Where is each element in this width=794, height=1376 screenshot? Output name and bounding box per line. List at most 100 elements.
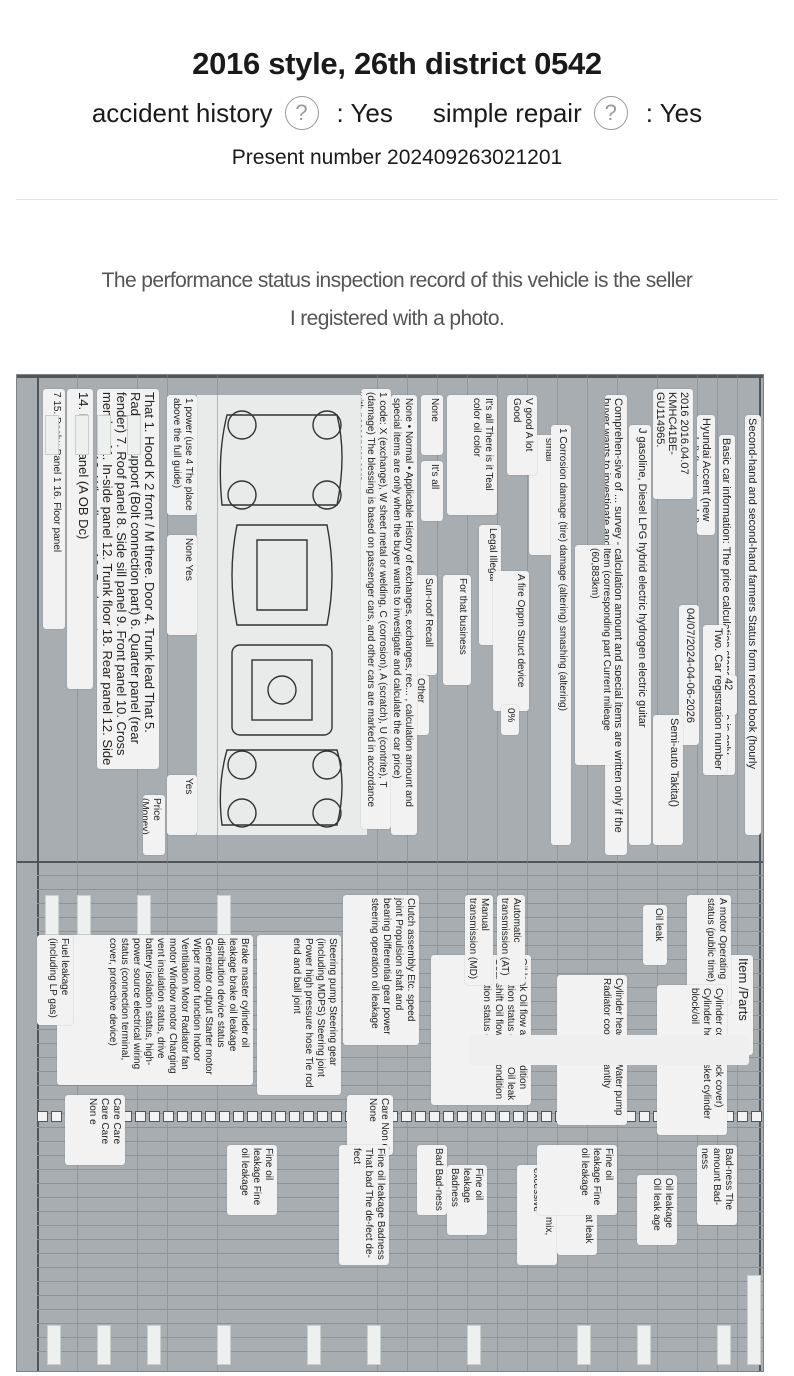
form-label: Oil leakage Oil leak age xyxy=(637,1175,677,1245)
question-circle-icon[interactable]: ? xyxy=(284,96,319,130)
form-label: Price (Money) calculation amount and spe… xyxy=(143,795,165,855)
form-row-line xyxy=(37,1141,763,1142)
grid-line xyxy=(467,375,468,1371)
sheet-border xyxy=(759,375,761,1371)
checkbox xyxy=(163,1111,174,1122)
form-label: 1 power (use 4 The place above the full … xyxy=(167,395,197,515)
car-outline-icon xyxy=(219,410,343,828)
form-row-line xyxy=(37,1281,763,1282)
form-label: 1 code: X (exchange), W sheet metal or w… xyxy=(361,389,391,829)
form-label: Bad-ness The amount Bad-ness xyxy=(697,1145,737,1225)
form-row-line xyxy=(37,1309,763,1310)
checkbox xyxy=(289,1111,300,1122)
form-tag xyxy=(137,895,151,935)
form-tag xyxy=(217,1325,231,1365)
checkbox xyxy=(303,1111,314,1122)
form-tag xyxy=(747,1275,761,1365)
form-label: 0% xyxy=(501,705,519,735)
form-label: Item (corresponding part Current mileage… xyxy=(575,545,615,765)
form-row-line xyxy=(37,875,763,876)
checkbox xyxy=(205,1111,216,1122)
form-label: Automatic transmission (AT) xyxy=(497,895,525,985)
form-label: 1 Corrosion damage (tire) damage (alteri… xyxy=(551,425,571,845)
inspection-record-photo[interactable]: Second-hand and second-hand farmers Stat… xyxy=(16,374,764,1372)
form-row-line xyxy=(37,1295,763,1296)
form-tag xyxy=(717,1325,731,1365)
grid-line xyxy=(407,375,408,1371)
form-tag xyxy=(127,415,141,455)
grid-line xyxy=(167,375,168,1371)
form-label: Care Care Care Care Non e xyxy=(65,1095,125,1165)
checkbox xyxy=(457,1111,468,1122)
form-row-line xyxy=(37,1099,763,1100)
form-row-line xyxy=(37,1071,763,1072)
checkbox xyxy=(233,1111,244,1122)
grid-line xyxy=(377,375,378,1371)
form-row-line xyxy=(37,1113,763,1114)
form-row-line xyxy=(37,1085,763,1086)
checkbox xyxy=(219,1111,230,1122)
sheet-section-divider xyxy=(17,861,763,863)
accident-history-value: : Yes xyxy=(336,97,393,128)
checkbox xyxy=(429,1111,440,1122)
inspection-record-sheet: Second-hand and second-hand farmers Stat… xyxy=(17,375,763,1371)
form-tag xyxy=(577,1325,591,1365)
form-label: Yes xyxy=(167,775,197,835)
form-row-line xyxy=(37,1155,763,1156)
grid-line xyxy=(437,375,438,1371)
grid-line xyxy=(557,375,558,1371)
form-tag xyxy=(97,1325,111,1365)
form-label: It's all There is it Teal color oil colo… xyxy=(447,395,497,515)
form-tag xyxy=(147,1325,161,1365)
checkbox xyxy=(275,1111,286,1122)
history-row: accident history ? : Yes simple repair ?… xyxy=(0,96,794,130)
header-divider xyxy=(16,199,778,200)
sheet-border xyxy=(17,375,763,378)
form-label: It's all xyxy=(421,461,443,521)
simple-repair-value: : Yes xyxy=(645,97,703,128)
form-tag xyxy=(45,415,59,455)
checkbox xyxy=(527,1111,538,1122)
form-tag xyxy=(75,415,89,455)
checkbox xyxy=(317,1111,328,1122)
form-label: 04/07/2024-04-06-2026 xyxy=(679,605,699,745)
form-label: None Yes xyxy=(167,535,197,635)
form-label: Manual transmission (MD) xyxy=(465,895,493,985)
form-label: For that business xyxy=(443,575,471,685)
form-label: None • Normal • Applicable History of ex… xyxy=(391,395,417,835)
sheet-border xyxy=(37,375,39,1371)
grid-line xyxy=(497,375,498,1371)
form-label: Fuel leakage (including LP gas) xyxy=(37,935,73,1025)
form-label: Fine oil leakage Badness That bad The de… xyxy=(339,1145,389,1265)
form-label: Second-hand and second-hand farmers Stat… xyxy=(745,415,761,835)
simple-repair: simple repair ? : Yes xyxy=(433,96,702,130)
inspection-notice: The performance status inspection record… xyxy=(60,262,734,338)
present-number: Present number 202409263021201 xyxy=(231,146,563,169)
form-tag xyxy=(45,895,59,935)
form-row-line xyxy=(37,1225,763,1226)
checkbox xyxy=(443,1111,454,1122)
form-row-line xyxy=(37,1169,763,1170)
checkbox xyxy=(51,1111,62,1122)
grid-line xyxy=(137,375,138,1371)
form-label: Fine oil leakage Fine oil leakage xyxy=(227,1145,277,1215)
form-row-line xyxy=(37,1211,763,1212)
form-tag xyxy=(97,415,111,455)
form-row-line xyxy=(37,1197,763,1198)
form-label: Brake master cylinder oil leakage brake … xyxy=(57,935,253,1085)
form-row-line xyxy=(37,1183,763,1184)
question-circle-icon[interactable]: ? xyxy=(593,96,628,130)
form-row-line xyxy=(37,1351,763,1352)
checkbox xyxy=(737,1111,748,1122)
accident-history: accident history ? : Yes xyxy=(92,96,393,130)
notice-line-2: I registered with a photo. xyxy=(289,307,505,330)
grid-line xyxy=(657,375,658,1371)
form-tag xyxy=(637,1325,651,1365)
form-label: Semi-auto Takita() xyxy=(653,715,683,845)
listing-header: 2016 style, 26th district 0542 accident … xyxy=(0,0,794,200)
form-row-line xyxy=(37,1267,763,1268)
checkbox xyxy=(751,1111,762,1122)
checkbox xyxy=(485,1111,496,1122)
grid-line xyxy=(697,375,698,1371)
grid-line xyxy=(587,375,588,1371)
